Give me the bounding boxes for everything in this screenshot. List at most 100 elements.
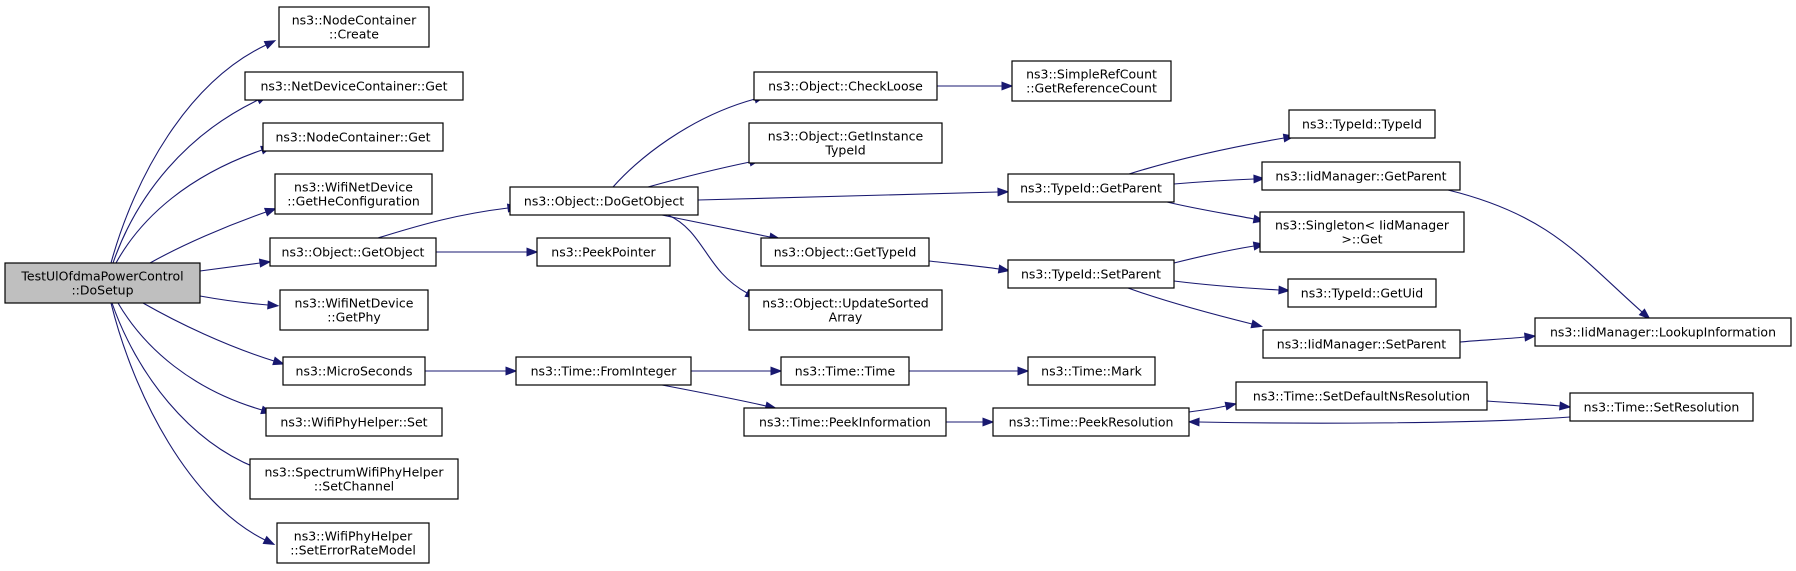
node-ns3-wifiphyhelper-set[interactable]: ns3::WifiPhyHelper::Set xyxy=(265,407,443,437)
edge-n0-to-n10 xyxy=(110,302,276,546)
edge-n0-to-n7 xyxy=(142,302,285,366)
node-ns3-iidmanager-getparent[interactable]: ns3::IidManager::GetParent xyxy=(1261,161,1461,191)
node-ns3-peekpointer[interactable]: ns3::PeekPointer xyxy=(536,237,671,267)
node-ns3-microseconds[interactable]: ns3::MicroSeconds xyxy=(282,356,426,386)
arrowhead-icon xyxy=(997,187,1010,197)
edge-n22-to-n29 xyxy=(1127,287,1264,329)
node-box xyxy=(1007,259,1175,289)
node-box xyxy=(1259,211,1465,253)
node-ns3-object-getobject[interactable]: ns3::Object::GetObject xyxy=(269,237,437,267)
edge-n21-to-n27 xyxy=(1166,201,1266,224)
edge-line xyxy=(199,295,269,306)
edge-line xyxy=(142,302,275,362)
node-ns3-object-gettypeid[interactable]: ns3::Object::GetTypeId xyxy=(760,237,930,267)
edge-n26-to-n31 xyxy=(1447,189,1651,320)
node-box xyxy=(1262,329,1461,359)
node-ns3-object-checkloose[interactable]: ns3::Object::CheckLoose xyxy=(753,71,938,101)
node-ns3-time-setdefaultnsresolution[interactable]: ns3::Time::SetDefaultNsResolution xyxy=(1235,381,1488,411)
node-box xyxy=(1569,392,1754,422)
node-box xyxy=(278,6,430,48)
node-box xyxy=(780,356,910,386)
node-ns3-time-mark[interactable]: ns3::Time::Mark xyxy=(1027,356,1156,386)
edge-line xyxy=(149,211,267,264)
node-ns3-nodecontainer-create[interactable]: ns3::NodeContainer::Create xyxy=(278,6,430,48)
node-ns3-simplerefcount-getreferencecount[interactable]: ns3::SimpleRefCount::GetReferenceCount xyxy=(1011,60,1172,102)
edge-line xyxy=(1166,201,1255,220)
node-ns3-time-time[interactable]: ns3::Time::Time xyxy=(780,356,910,386)
node-ns3-spectrumwifiphyhelper-setchannel[interactable]: ns3::SpectrumWifiPhyHelper::SetChannel xyxy=(249,458,459,500)
edge-n7-to-n13 xyxy=(424,366,518,376)
node-ns3-time-frominteger[interactable]: ns3::Time::FromInteger xyxy=(515,356,692,386)
edge-n11-to-n16 xyxy=(661,214,782,242)
node-label: ns3::SimpleRefCount xyxy=(1026,67,1157,82)
node-ns3-singleton-iidmanager-get[interactable]: ns3::Singleton< IidManager >::Get xyxy=(1259,211,1465,253)
node-box xyxy=(509,186,699,216)
edge-line xyxy=(377,207,509,239)
edge-n0-to-n6 xyxy=(199,295,280,310)
edge-n0-to-n3 xyxy=(115,145,273,264)
node-label: ::SetChannel xyxy=(314,479,394,494)
edge-line xyxy=(612,98,756,188)
node-label: ns3::Object::GetInstance xyxy=(768,129,924,144)
edge-n22-to-n28 xyxy=(1173,280,1291,295)
node-ns3-iidmanager-setparent[interactable]: ns3::IidManager::SetParent xyxy=(1262,329,1461,359)
node-box xyxy=(748,122,943,164)
edge-n14-to-n20 xyxy=(936,81,1014,91)
node-box xyxy=(1027,356,1156,386)
arrowhead-icon xyxy=(1250,319,1264,329)
edge-line xyxy=(115,149,263,264)
node-box xyxy=(992,407,1190,437)
node-ns3-typeid-getuid[interactable]: ns3::TypeId::GetUid xyxy=(1287,278,1437,308)
node-ns3-typeid-typeid[interactable]: ns3::TypeId::TypeId xyxy=(1288,109,1436,139)
node-ns3-typeid-setparent[interactable]: ns3::TypeId::SetParent xyxy=(1007,259,1175,289)
edge-line xyxy=(928,260,1000,270)
node-label: ::GetHeConfiguration xyxy=(287,194,420,209)
node-label: ns3::SpectrumWifiPhyHelper xyxy=(265,465,445,480)
node-label: ns3::Object::CheckLoose xyxy=(768,79,923,94)
edges-layer xyxy=(110,40,1651,546)
node-ns3-iidmanager-lookupinformation[interactable]: ns3::IidManager::LookupInformation xyxy=(1534,317,1792,347)
node-label: ::GetPhy xyxy=(327,310,381,325)
node-ns3-typeid-getparent[interactable]: ns3::TypeId::GetParent xyxy=(1007,173,1175,203)
node-box xyxy=(753,71,938,101)
node-ns3-nodecontainer-get[interactable]: ns3::NodeContainer::Get xyxy=(262,122,444,152)
node-label: ns3::WifiPhyHelper::Set xyxy=(280,415,427,430)
node-ns3-wifiphyhelper-seterrorratemodel[interactable]: ns3::WifiPhyHelper::SetErrorRateModel xyxy=(276,522,430,564)
node-ns3-wifinetdevice-getphy[interactable]: ns3::WifiNetDevice::GetPhy xyxy=(279,289,429,331)
edge-n13-to-n19 xyxy=(661,384,778,411)
node-ns3-time-peekinformation[interactable]: ns3::Time::PeekInformation xyxy=(743,407,947,437)
edge-line xyxy=(1198,416,1571,424)
node-testulofdmapowercontrol-dosetup[interactable]: TestUlOfdmaPowerControl::DoSetup xyxy=(4,262,201,304)
node-box xyxy=(1534,317,1792,347)
arrowhead-icon xyxy=(267,300,280,310)
arrowhead-icon xyxy=(1278,285,1291,295)
node-label: ns3::NodeContainer::Get xyxy=(276,130,431,145)
arrowhead-icon xyxy=(1187,417,1200,427)
arrowhead-icon xyxy=(262,535,276,546)
node-ns3-wifinetdevice-getheconfiguration[interactable]: ns3::WifiNetDevice::GetHeConfiguration xyxy=(274,173,433,215)
node-box xyxy=(1011,60,1172,102)
node-label: ns3::Time::PeekResolution xyxy=(1009,415,1174,430)
node-label: ns3::Time::SetResolution xyxy=(1584,400,1740,415)
edge-n11-to-n17 xyxy=(667,214,758,299)
edge-line xyxy=(112,99,259,264)
node-ns3-time-setresolution[interactable]: ns3::Time::SetResolution xyxy=(1569,392,1754,422)
node-box xyxy=(4,262,201,304)
node-label: ns3::WifiNetDevice xyxy=(294,180,413,195)
node-box xyxy=(265,407,443,437)
node-ns3-object-dogetobject[interactable]: ns3::Object::DoGetObject xyxy=(509,186,699,216)
node-box xyxy=(1287,278,1437,308)
arrowhead-icon xyxy=(1559,401,1572,411)
edge-n11-to-n14 xyxy=(612,94,766,188)
arrowhead-icon xyxy=(1001,81,1014,91)
node-ns3-netdevicecontainer-get[interactable]: ns3::NetDeviceContainer::Get xyxy=(244,71,464,101)
node-ns3-time-peekresolution[interactable]: ns3::Time::PeekResolution xyxy=(992,407,1190,437)
node-label: ns3::Time::FromInteger xyxy=(531,364,678,379)
node-box xyxy=(743,407,947,437)
node-label: ns3::Singleton< IidManager xyxy=(1275,218,1450,233)
arrowhead-icon xyxy=(1524,332,1537,342)
node-label: ns3::IidManager::GetParent xyxy=(1275,169,1446,184)
arrowhead-icon xyxy=(1224,401,1238,411)
